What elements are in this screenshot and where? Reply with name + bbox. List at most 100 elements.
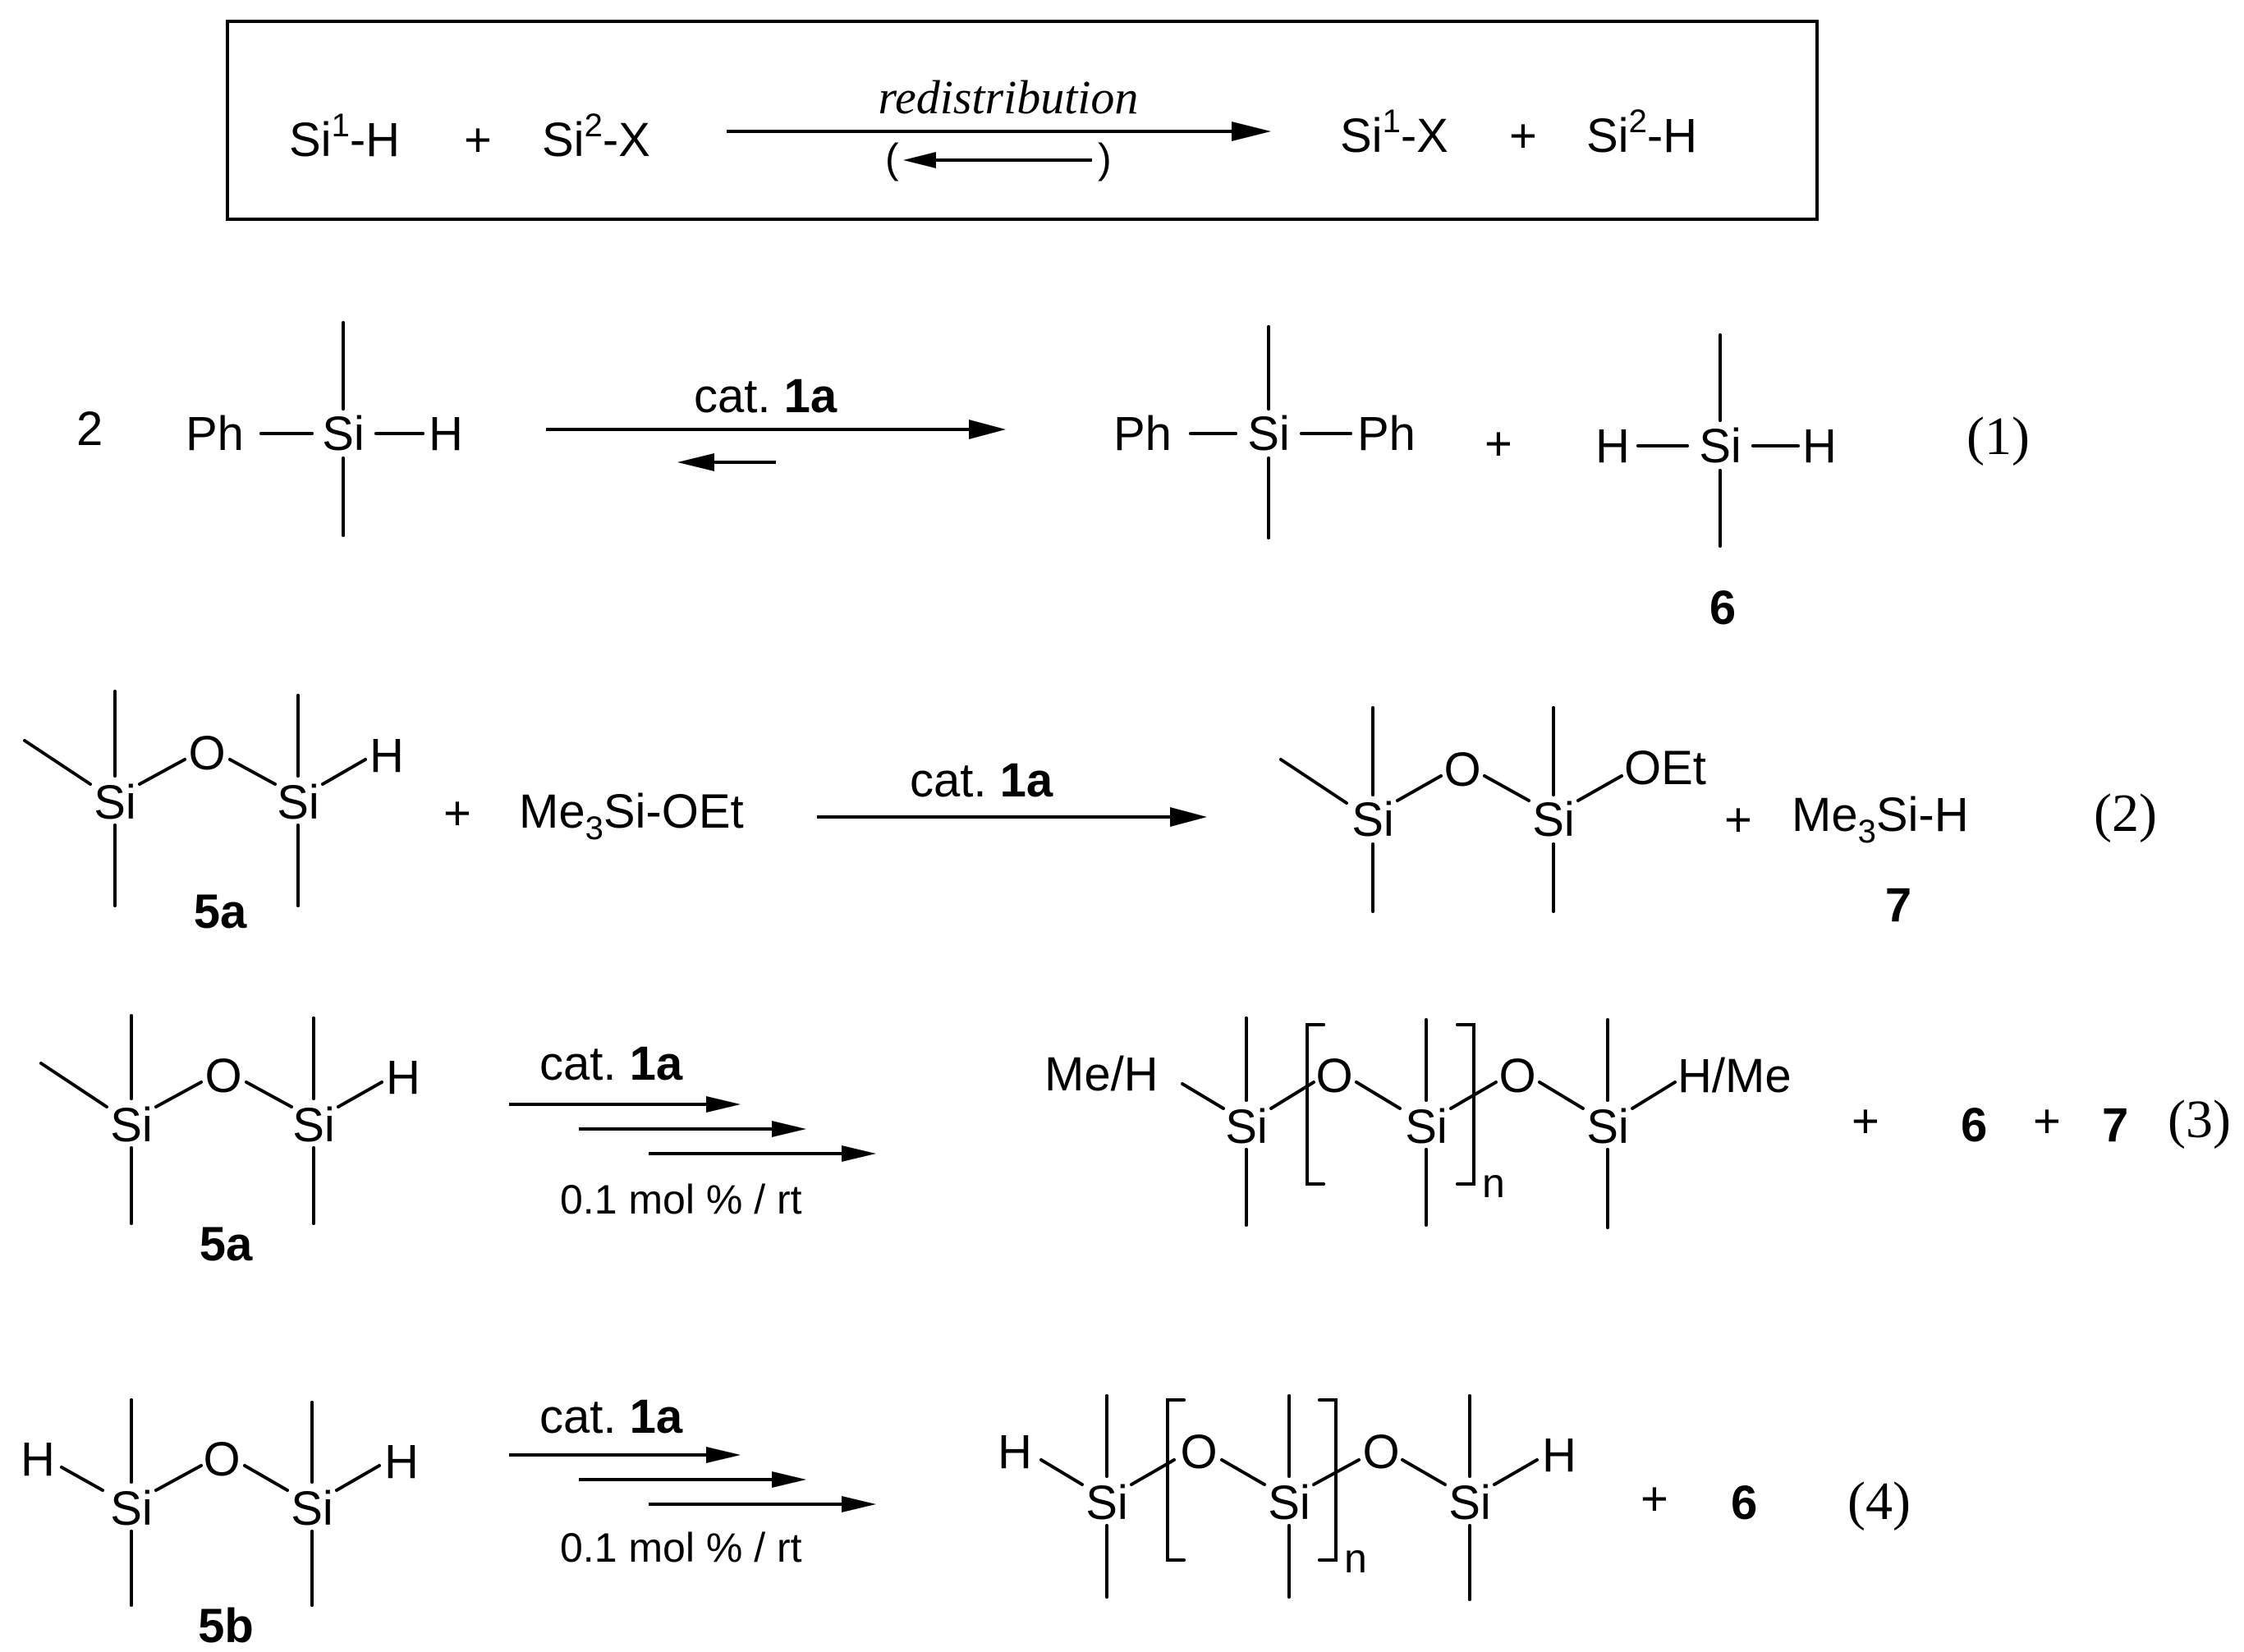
h-atom: H — [21, 1433, 55, 1486]
h-atom: H — [1595, 420, 1630, 473]
stoich-coefficient: 2 — [76, 402, 103, 456]
equation-number: (1) — [1966, 406, 2030, 466]
si-atom: Si — [1351, 793, 1394, 847]
reactant-si1-h: Si1-H — [289, 108, 400, 167]
h-atom: H — [1802, 420, 1837, 473]
arrow-head — [772, 1121, 806, 1137]
h-atom: H — [384, 1435, 419, 1489]
h-atom: H — [429, 407, 463, 461]
h-atom: H — [369, 729, 404, 782]
compound-label-5a: 5a — [194, 885, 247, 938]
o-atom: O — [188, 727, 225, 780]
si-atom: Si — [292, 1099, 335, 1152]
bond — [1631, 1081, 1677, 1110]
ph-label: Ph — [1113, 407, 1172, 461]
bond — [1355, 1081, 1402, 1110]
o-atom: O — [1362, 1425, 1399, 1479]
plus-sign: + — [1641, 1472, 1668, 1526]
repeat-bracket-close — [1456, 1023, 1475, 1186]
bond — [1039, 1458, 1084, 1486]
repeat-bracket-open — [1306, 1023, 1325, 1186]
bond — [337, 1081, 383, 1108]
catalyst-label: cat. 1a — [694, 369, 837, 423]
arrow-label-redistribution: redistribution — [879, 71, 1139, 124]
arrow-head — [772, 1471, 806, 1488]
si-atom: Si — [1699, 420, 1742, 473]
box-frame — [226, 20, 1819, 221]
si-atom: Si — [94, 776, 136, 829]
equation-number: (2) — [2094, 783, 2157, 843]
h-atom: H — [1542, 1429, 1576, 1482]
si-atom: Si — [1085, 1476, 1128, 1530]
ph-label: Ph — [1357, 407, 1416, 461]
bond — [1576, 774, 1623, 802]
reverse-paren-close: ) — [1098, 135, 1112, 181]
oet-group: OEt — [1624, 741, 1706, 795]
o-atom: O — [1443, 743, 1480, 796]
equation-number: (3) — [2168, 1090, 2231, 1150]
compound-label-7: 7 — [1885, 879, 1911, 932]
repeat-subscript-n: n — [1482, 1160, 1505, 1206]
bond — [335, 1464, 381, 1492]
si-atom: Si — [322, 407, 365, 461]
reactant-si2-x: Si2-X — [542, 108, 650, 167]
equation-3: Si O Si H 5a cat. 1a 0.1 mol % / rt Me/H… — [39, 1014, 2231, 1271]
bond — [1538, 1081, 1585, 1110]
bond — [228, 758, 277, 786]
compound-label-7: 7 — [2102, 1099, 2128, 1152]
si-atom: Si — [1268, 1476, 1310, 1530]
reverse-arrow-head — [677, 453, 714, 471]
reverse-arrow-head — [903, 152, 936, 168]
o-atom: O — [1498, 1049, 1535, 1103]
general-redistribution-box: Si1-H + Si2-X redistribution ( ) Si1-X +… — [226, 20, 1819, 221]
compound-label-6: 6 — [1709, 581, 1736, 635]
repeat-subscript-n: n — [1344, 1535, 1367, 1581]
si-atom: Si — [1225, 1100, 1268, 1154]
product-si1-x: Si1-X — [1340, 103, 1448, 163]
reverse-paren-open: ( — [885, 135, 899, 181]
h-me-group: H/Me — [1677, 1049, 1792, 1103]
arrow-head — [706, 1096, 741, 1113]
bond — [138, 758, 186, 786]
o-atom: O — [204, 1049, 241, 1103]
compound-label-5b: 5b — [198, 1599, 254, 1652]
catalyst-label: cat. 1a — [910, 754, 1053, 807]
plus-sign: + — [2033, 1094, 2061, 1148]
plus-sign: + — [1852, 1094, 1879, 1148]
o-atom: O — [1180, 1425, 1217, 1479]
compound-label-6: 6 — [1731, 1476, 1757, 1530]
si-atom: Si — [1532, 793, 1575, 847]
plus-sign: + — [464, 113, 492, 167]
o-atom: O — [203, 1433, 240, 1486]
plus-sign: + — [1485, 417, 1512, 470]
compound-label-6: 6 — [1961, 1099, 1987, 1152]
si-atom: Si — [277, 776, 319, 829]
si-atom: Si — [1247, 407, 1290, 461]
bond — [243, 1464, 289, 1492]
ph-label: Ph — [186, 407, 244, 461]
catalyst-label: cat. 1a — [539, 1390, 683, 1443]
bond — [1181, 1082, 1225, 1110]
bond — [1401, 1458, 1447, 1486]
equation-1: 2 Ph Si H cat. 1a Ph Si Ph + H Si H 6 (1… — [76, 321, 2030, 635]
si-atom: Si — [110, 1099, 153, 1152]
bond — [60, 1466, 104, 1492]
forward-arrow-head — [1232, 122, 1271, 141]
forward-arrow-head — [969, 420, 1006, 439]
product-me3sih: Me3Si-H — [1792, 788, 1969, 850]
reagent-me3sioet: Me3Si-OEt — [519, 785, 744, 847]
arrow-head — [842, 1496, 876, 1512]
bond — [321, 758, 367, 786]
si-atom: Si — [110, 1482, 153, 1535]
equation-2: Si O Si H 5a + Me3Si-OEt cat. 1a Si O Si… — [23, 690, 2157, 938]
bond-methyl — [39, 1062, 108, 1108]
si-atom: Si — [291, 1482, 333, 1535]
repeat-bracket-close — [1318, 1398, 1338, 1562]
product-si2-h: Si2-H — [1586, 103, 1697, 163]
bond — [1396, 774, 1443, 802]
si-atom: Si — [1586, 1100, 1629, 1154]
bond — [154, 1081, 203, 1108]
plus-sign: + — [1509, 109, 1537, 163]
bond — [1483, 774, 1530, 802]
